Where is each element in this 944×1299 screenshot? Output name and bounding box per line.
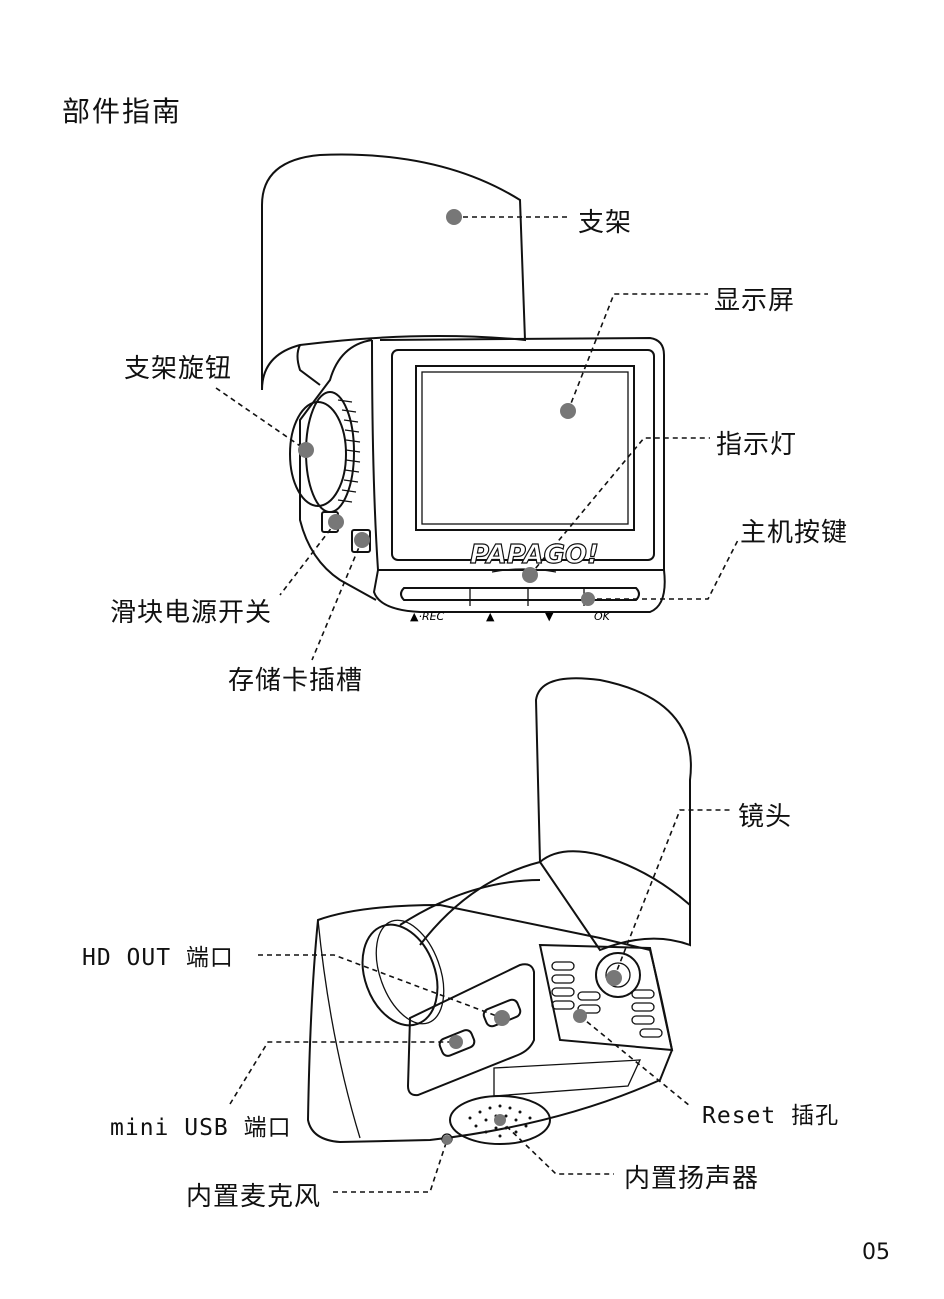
rear-view-drawing bbox=[306, 677, 692, 1145]
button-ok-label: OK bbox=[594, 610, 611, 623]
button-up-label: ▲ bbox=[486, 610, 495, 623]
callout-dots bbox=[298, 209, 622, 1145]
label-card-slot: 存储卡插槽 bbox=[228, 666, 364, 696]
brand-logo: PAPAGO! bbox=[470, 540, 599, 570]
label-reset: Reset 插孔 bbox=[702, 1103, 840, 1129]
page-number: 05 bbox=[862, 1240, 890, 1265]
label-main-buttons: 主机按键 bbox=[740, 518, 849, 548]
front-view-drawing bbox=[261, 153, 666, 613]
button-down-label: ▼ bbox=[545, 610, 554, 623]
label-bracket: 支架 bbox=[578, 208, 633, 238]
label-bracket-knob: 支架旋钮 bbox=[124, 354, 233, 384]
label-lens: 镜头 bbox=[738, 802, 793, 832]
callout-lines bbox=[215, 216, 739, 1193]
button-rec-label: ▲·REC bbox=[410, 610, 445, 623]
label-mini-usb: mini USB 端口 bbox=[110, 1115, 292, 1141]
label-indicator: 指示灯 bbox=[716, 430, 798, 460]
label-microphone: 内置麦克风 bbox=[186, 1182, 322, 1212]
label-hd-out: HD OUT 端口 bbox=[82, 945, 234, 971]
label-speaker: 内置扬声器 bbox=[624, 1164, 760, 1194]
label-power-switch: 滑块电源开关 bbox=[110, 598, 273, 628]
label-screen: 显示屏 bbox=[714, 286, 796, 316]
page-title: 部件指南 bbox=[62, 95, 183, 128]
